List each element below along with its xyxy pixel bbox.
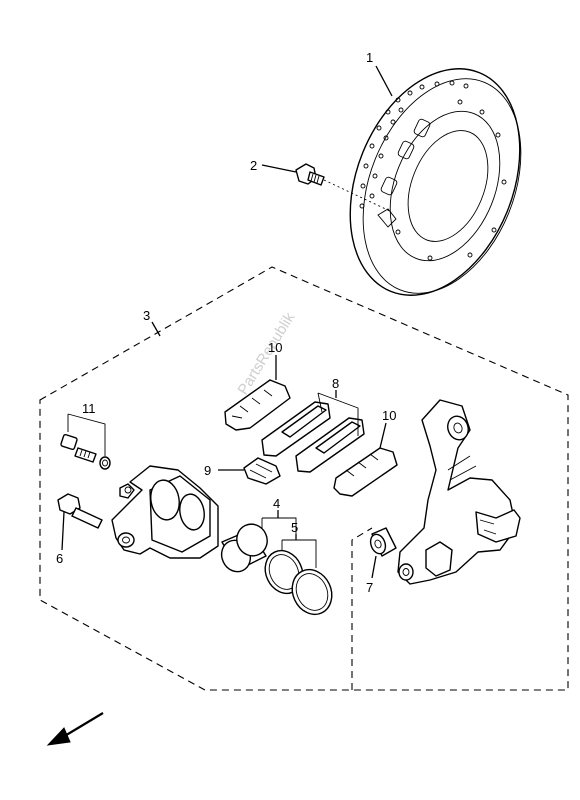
bleed-screw-set[interactable]: 11: [60, 401, 111, 470]
brake-pad-kit[interactable]: 8: [261, 376, 365, 473]
disc-holes: [359, 80, 507, 261]
pad-spring-upper[interactable]: 10: [224, 340, 291, 431]
caliper-piston[interactable]: 4: [217, 496, 297, 576]
disc-bolt[interactable]: 2: [250, 158, 393, 213]
leader-3: [151, 321, 161, 337]
caliper-body[interactable]: [111, 465, 219, 559]
caliper-assembly-outline: 3: [39, 266, 569, 691]
callout-2: 2: [250, 158, 257, 173]
callout-7: 7: [366, 580, 373, 595]
pad-support-clip[interactable]: 9: [204, 457, 281, 485]
callout-10-lower: 10: [382, 408, 396, 423]
callout-4: 4: [273, 496, 280, 511]
pad-spring-lower[interactable]: 10: [333, 408, 398, 497]
piston-seal-kit[interactable]: 5: [258, 520, 339, 621]
caliper-bracket[interactable]: [397, 399, 521, 585]
callout-9: 9: [204, 463, 211, 478]
callout-5: 5: [291, 520, 298, 535]
callout-3: 3: [143, 308, 150, 323]
caliper-slide-bolt[interactable]: 6: [56, 493, 103, 566]
arrow-down-left-icon: [46, 712, 104, 746]
brake-disc[interactable]: 1: [318, 43, 551, 320]
leader-2: [261, 164, 297, 173]
callout-11: 11: [82, 401, 96, 416]
caliper-sleeve[interactable]: 7: [366, 527, 397, 595]
callout-10-upper: 10: [268, 340, 282, 355]
leader-1: [375, 65, 393, 97]
callout-8: 8: [332, 376, 339, 391]
callout-6: 6: [56, 551, 63, 566]
callout-1: 1: [366, 50, 373, 65]
